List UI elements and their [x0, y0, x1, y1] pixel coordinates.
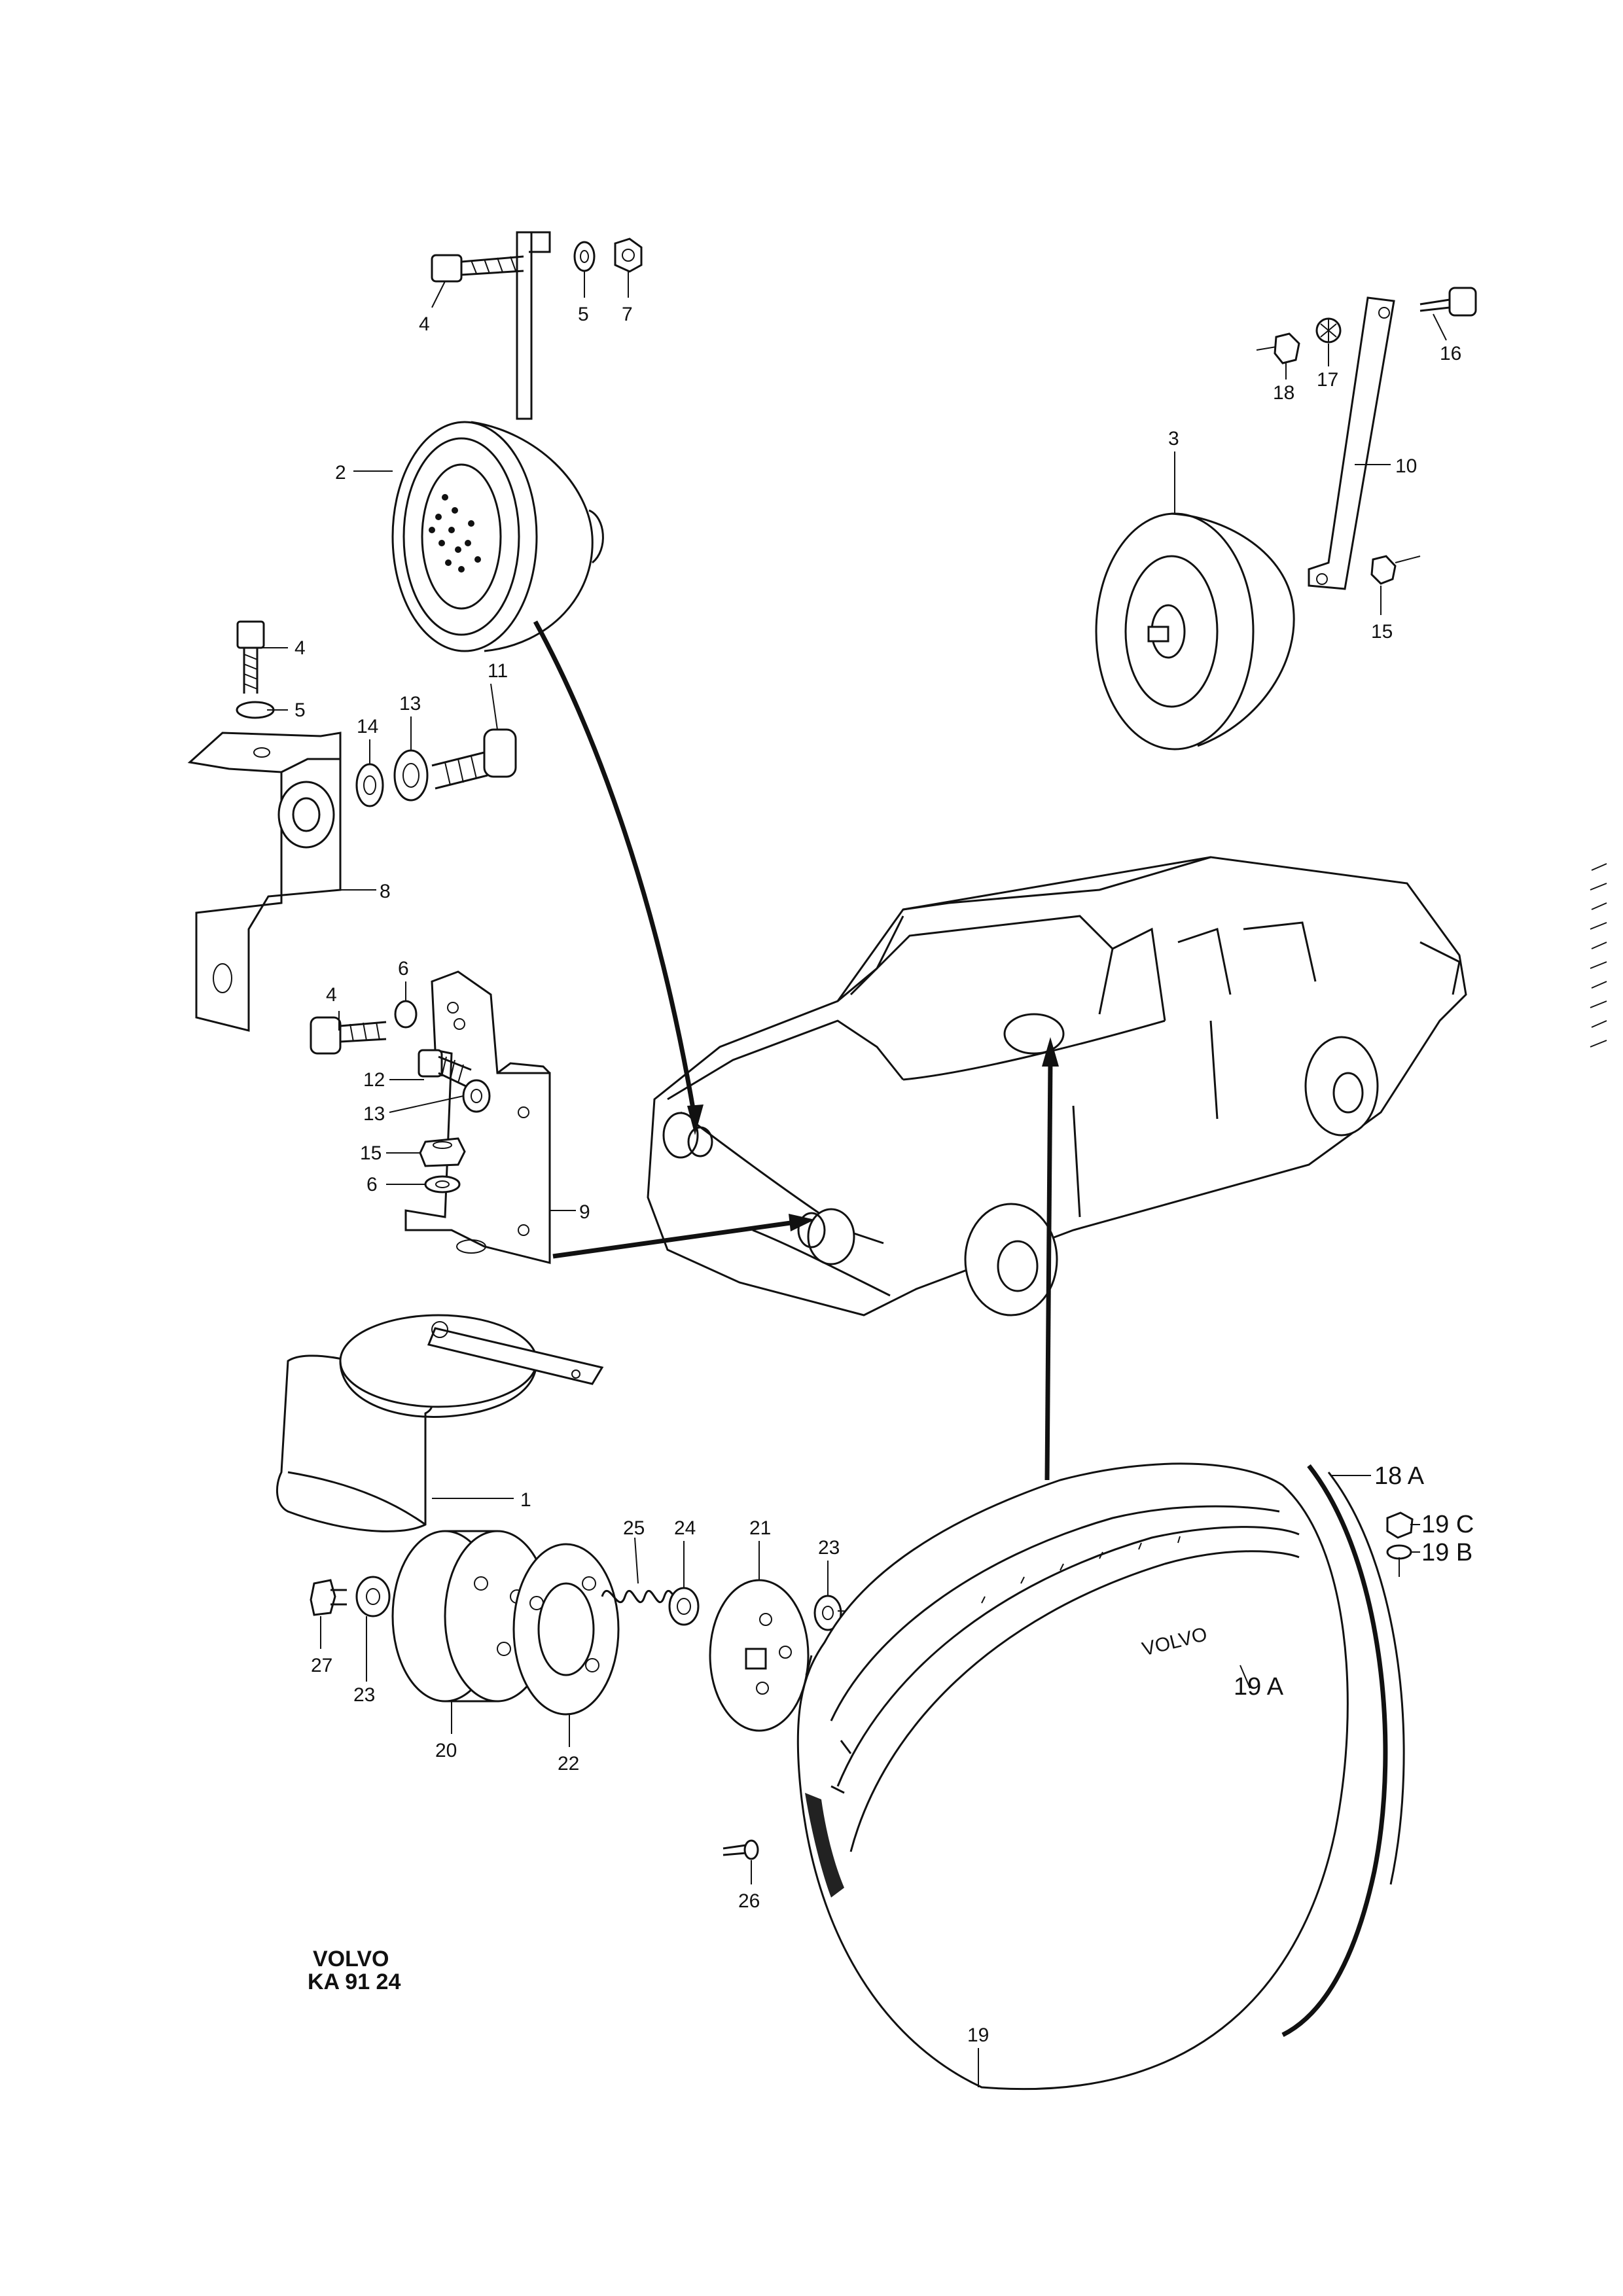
bolt-12	[418, 1049, 472, 1087]
label-10: 10	[1395, 455, 1417, 477]
leader-lines	[260, 272, 1447, 2087]
label-1: 1	[520, 1489, 531, 1511]
label-4-top: 4	[419, 313, 430, 335]
edge-marks	[1590, 863, 1607, 1048]
label-23-right: 23	[818, 1537, 840, 1559]
reference-code: KA 91 24	[308, 1969, 401, 1994]
label-19B: 19 B	[1421, 1539, 1472, 1566]
washer-17	[1315, 317, 1342, 344]
washer-24	[668, 1587, 700, 1626]
horn-pad-19: VOLVO	[796, 1462, 1349, 2091]
label-18: 18	[1273, 382, 1294, 404]
label-6-upper: 6	[398, 958, 409, 980]
label-4-lower: 4	[326, 984, 337, 1006]
label-21: 21	[749, 1517, 771, 1539]
washer-6-upper	[394, 1000, 418, 1029]
label-9: 9	[579, 1201, 590, 1223]
bush-23-left	[355, 1576, 391, 1617]
label-7: 7	[622, 304, 633, 325]
reference-brand: VOLVO	[313, 1947, 389, 1971]
washer-13-lower	[462, 1079, 491, 1113]
label-5-mid: 5	[294, 699, 306, 721]
washer-19B	[1386, 1544, 1412, 1577]
bolt-left	[236, 620, 265, 694]
label-19: 19	[967, 2024, 989, 2046]
label-15-left: 15	[360, 1142, 382, 1164]
label-19C: 19 C	[1421, 1511, 1474, 1538]
spring-25	[601, 1590, 685, 1603]
label-27: 27	[311, 1655, 332, 1676]
label-4-mid: 4	[294, 637, 306, 659]
washer-top	[573, 241, 596, 272]
screw-16	[1419, 287, 1477, 317]
plate-22	[512, 1543, 620, 1716]
nut-top	[614, 238, 643, 273]
contact-plate-21	[709, 1579, 810, 1732]
nut-15-right	[1370, 555, 1421, 585]
label-11: 11	[488, 660, 508, 682]
diagram-reference: VOLVO KA 91 24	[308, 1947, 401, 1994]
arrow-pad-to-car	[1042, 1037, 1059, 1481]
label-19A: 19 A	[1234, 1673, 1284, 1701]
label-22: 22	[558, 1753, 579, 1775]
arrow-horn-to-car	[533, 620, 704, 1135]
label-20: 20	[435, 1740, 457, 1761]
washer-6-lower	[424, 1175, 461, 1193]
label-8: 8	[380, 881, 391, 902]
nut-15-left	[419, 1137, 466, 1167]
label-26: 26	[738, 1890, 760, 1912]
label-13-lower: 13	[363, 1103, 385, 1125]
label-12: 12	[363, 1069, 385, 1091]
bracket-10	[1308, 296, 1395, 590]
label-16: 16	[1440, 343, 1461, 364]
label-3: 3	[1168, 428, 1179, 450]
bolt-top	[431, 254, 524, 283]
part-labels: 4 5 7 16 17 18 3 10 15 2 4 5 14 13 11 8 …	[294, 304, 1474, 2046]
washer-14	[355, 763, 384, 807]
nut-18	[1256, 332, 1300, 364]
label-6-lower: 6	[366, 1174, 378, 1195]
label-17: 17	[1317, 369, 1338, 391]
nut-19C	[1386, 1511, 1414, 1539]
screw-27	[310, 1579, 347, 1616]
label-14: 14	[357, 716, 378, 737]
bolt-11	[431, 728, 517, 790]
horn-trumpet-right	[1095, 512, 1295, 751]
horn-round-top	[391, 231, 604, 652]
arrow-bracket-to-car	[552, 1214, 815, 1259]
label-13-upper: 13	[399, 693, 421, 715]
label-18A: 18 A	[1374, 1462, 1425, 1490]
label-23-left: 23	[353, 1684, 375, 1706]
speaker-holes	[429, 494, 481, 573]
car-illustration	[647, 856, 1467, 1316]
wheel-rim-18A	[1281, 1464, 1405, 2038]
label-24: 24	[674, 1517, 696, 1539]
bracket-9	[404, 970, 551, 1264]
label-2: 2	[335, 462, 346, 484]
bolt-4-lower	[310, 1016, 387, 1055]
label-25: 25	[623, 1517, 645, 1539]
label-15-right: 15	[1371, 621, 1393, 643]
horn-trumpet-lower	[276, 1314, 604, 1532]
label-5-top: 5	[578, 304, 589, 325]
screw-26	[722, 1839, 759, 1860]
washer-13	[393, 749, 429, 802]
bracket-8	[187, 732, 342, 1032]
